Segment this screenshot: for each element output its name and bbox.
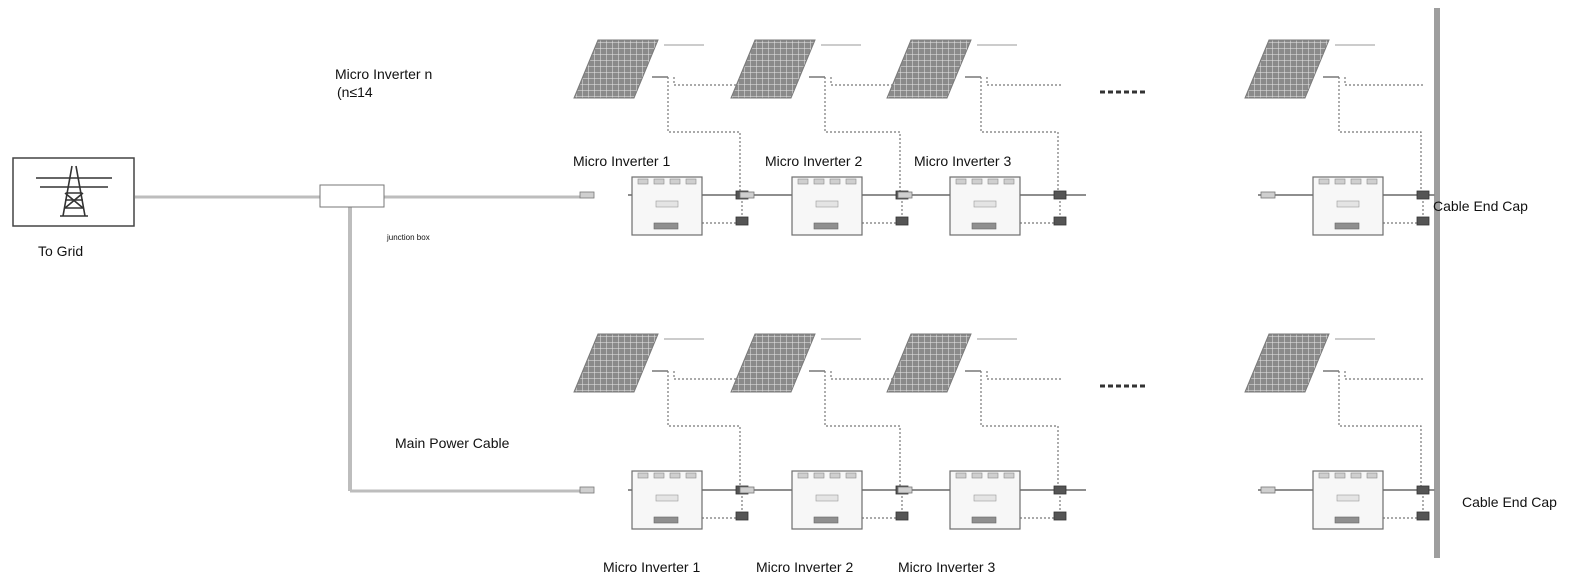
bottom-inverter-1-label: Micro Inverter 1	[603, 559, 701, 575]
to-grid-label: To Grid	[38, 243, 84, 259]
cable-end-cap-top-label: Cable End Cap	[1433, 198, 1528, 214]
bottom-inverter-3-label: Micro Inverter 3	[898, 559, 996, 575]
top-inverter-1-label: Micro Inverter 1	[573, 153, 671, 169]
transmission-tower-icon	[36, 165, 112, 217]
solar-panel-icon	[1244, 39, 1425, 224]
bottom-inverter-2-label: Micro Inverter 2	[756, 559, 854, 575]
micro-inverter-icon	[1260, 470, 1430, 530]
solar-panel-icon	[573, 39, 744, 224]
solar-panel-icon	[1244, 333, 1425, 519]
n-limit-label: (n≤14	[337, 84, 373, 100]
micro-inverter-icon	[897, 176, 1067, 236]
solar-panel-icon	[730, 39, 904, 224]
micro-inverter-icon	[579, 470, 749, 530]
grid-box	[12, 157, 135, 227]
micro-inverter-icon	[897, 470, 1067, 530]
junction-box-label: junction box	[387, 233, 430, 242]
main-power-cable	[135, 195, 580, 493]
solar-panel-icon	[886, 39, 1062, 224]
micro-inverter-icon	[1260, 176, 1430, 236]
top-inverter-3-label: Micro Inverter 3	[914, 153, 1012, 169]
cable-end-cap-bottom-label: Cable End Cap	[1462, 494, 1557, 510]
top-inverter-2-label: Micro Inverter 2	[765, 153, 863, 169]
micro-inverter-icon	[579, 176, 749, 236]
main-power-cable-label: Main Power Cable	[395, 435, 510, 451]
micro-inverter-icon	[739, 470, 909, 530]
micro-inverter-n-label: Micro Inverter n	[335, 66, 433, 82]
solar-panel-icon	[886, 333, 1062, 519]
solar-panel-icon	[730, 333, 904, 519]
micro-inverter-icon	[739, 176, 909, 236]
solar-panel-icon	[573, 333, 744, 519]
junction-box	[319, 184, 385, 208]
